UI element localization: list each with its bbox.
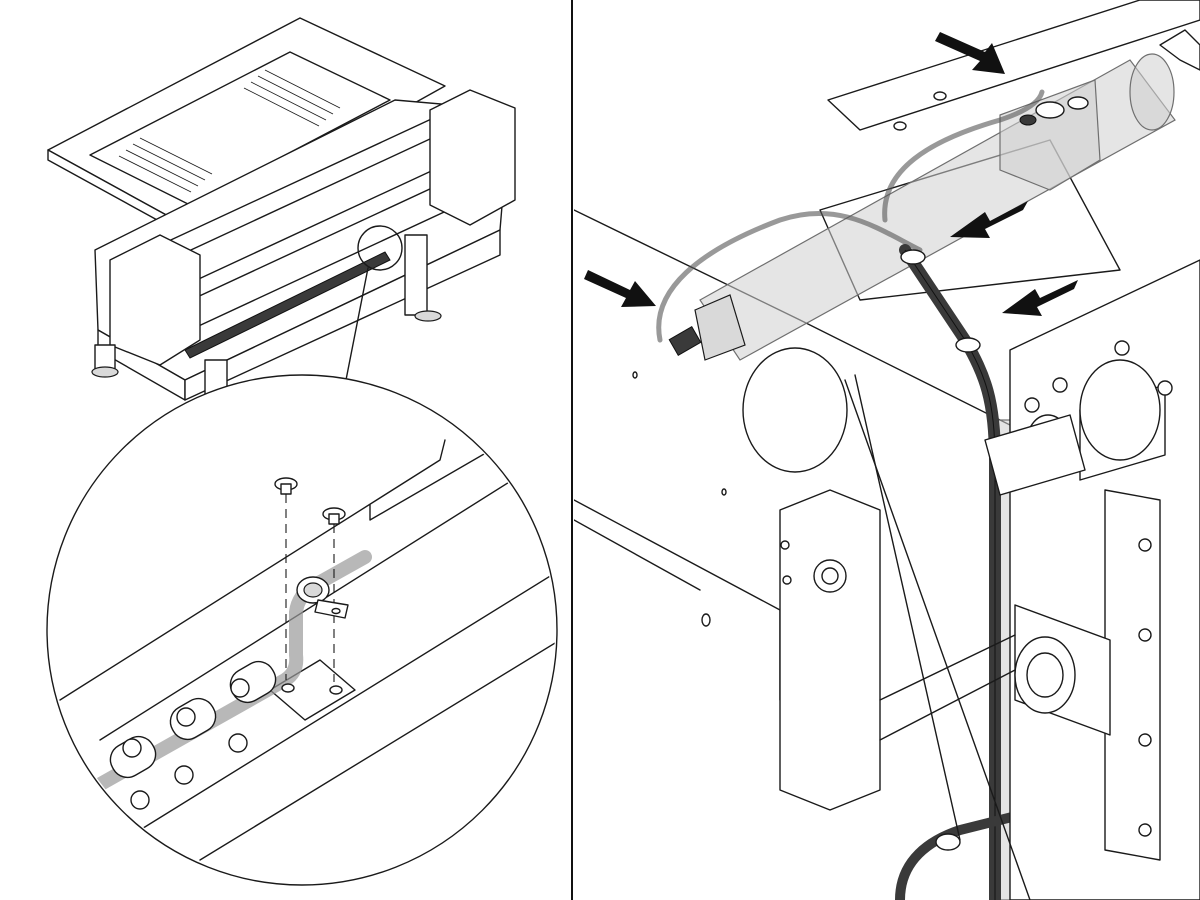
screw-icon bbox=[274, 477, 298, 680]
hose-clamp-detail bbox=[46, 374, 558, 886]
arrow-icon bbox=[950, 201, 1028, 238]
arrow-icon bbox=[935, 32, 1005, 74]
left-panel bbox=[46, 17, 558, 886]
cable-chain bbox=[109, 660, 277, 810]
hose-clamp-icon bbox=[296, 576, 349, 619]
detail-callout-circle bbox=[357, 225, 403, 271]
vent-grid bbox=[118, 69, 341, 193]
arrow-icon bbox=[1002, 280, 1078, 316]
machine-overview bbox=[47, 17, 516, 401]
arrow-icon bbox=[584, 270, 656, 307]
right-panel bbox=[574, 0, 1200, 900]
